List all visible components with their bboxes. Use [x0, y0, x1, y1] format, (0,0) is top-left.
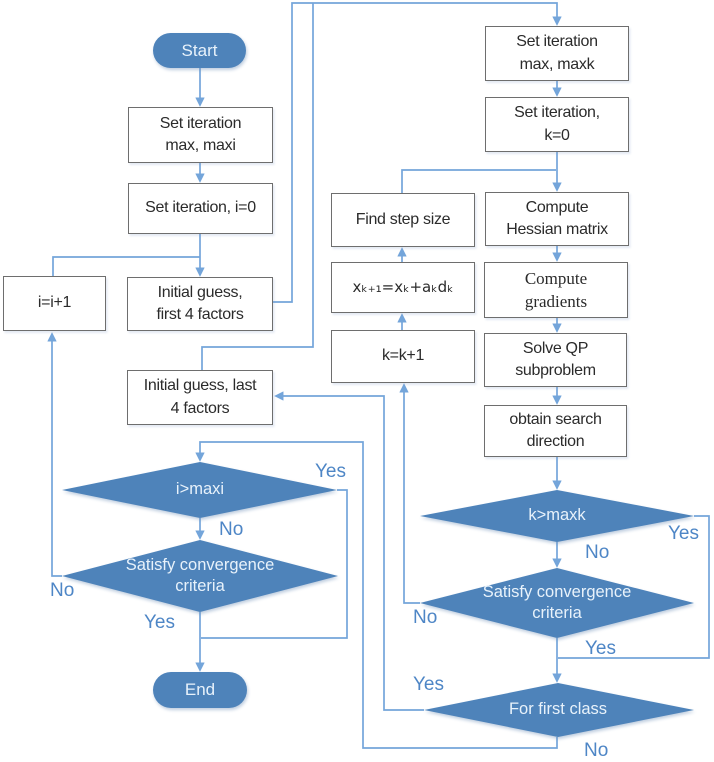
edge-label-imaxi-no: No	[219, 519, 244, 540]
process-set-iteration-max-maxk: Set iteration max, maxk	[485, 26, 629, 81]
process-obtain-search-direction: obtain search direction	[484, 405, 627, 457]
edge-iinc-merge	[52, 256, 200, 276]
edge-label-satisfy-left-no: No	[50, 580, 75, 601]
edge-label-kmaxk-yes: Yes	[668, 523, 699, 544]
edge-imaxi-yes-to-end	[201, 489, 348, 639]
process-compute-hessian: Compute Hessian matrix	[485, 192, 629, 246]
process-set-iteration-max-maxi: Set iteration max, maxi	[128, 107, 273, 163]
process-update-x: xₖ₊₁=xₖ+aₖdₖ	[331, 262, 475, 313]
edge-last4-to-top	[201, 3, 314, 370]
start-terminator-shape	[153, 33, 246, 68]
process-initial-guess-last4: Initial guess, last 4 factors	[127, 370, 273, 425]
process-set-iteration-k0: Set iteration, k=0	[485, 97, 629, 152]
edge-label-firstclass-yes: Yes	[413, 674, 444, 695]
decision-for-first-class-shape	[424, 683, 694, 737]
edge-label-satisfy-right-no: No	[413, 607, 438, 628]
edge-label-kmaxk-no: No	[585, 542, 610, 563]
edge-label-satisfy-right-yes: Yes	[585, 638, 616, 659]
edge-satisfy-no-to-iinc	[47, 332, 62, 577]
decision-satisfy-right-shape	[420, 568, 694, 638]
edge-label-satisfy-left-yes: Yes	[144, 612, 175, 633]
edge-firstclass-no-to-imaxi	[195, 441, 558, 749]
edge-label-firstclass-no: No	[584, 740, 609, 761]
edge-first4-to-maxk	[273, 2, 562, 303]
edge-label-imaxi-yes: Yes	[315, 461, 346, 482]
decision-k-gt-maxk-shape	[420, 490, 694, 542]
edge-firstclass-yes-to-last4	[274, 391, 424, 711]
process-initial-guess-first4: Initial guess, first 4 factors	[127, 277, 273, 331]
process-find-step-size: Find step size	[331, 193, 475, 247]
decision-satisfy-left-shape	[62, 540, 338, 612]
edge-kmaxk-yes-merge	[558, 515, 710, 659]
process-compute-gradients: Compute gradients	[484, 262, 628, 318]
decision-i-gt-maxi-shape	[62, 462, 337, 518]
process-set-iteration-i0: Set iteration, i=0	[128, 183, 273, 234]
process-i-increment: i=i+1	[3, 276, 106, 331]
process-solve-qp: Solve QP subproblem	[484, 333, 627, 387]
end-terminator-shape	[153, 672, 247, 708]
edge-satisfy2-no-to-kinc	[399, 383, 420, 604]
edge-findstep-to-hessian	[401, 169, 556, 193]
process-k-increment: k=k+1	[331, 330, 475, 383]
